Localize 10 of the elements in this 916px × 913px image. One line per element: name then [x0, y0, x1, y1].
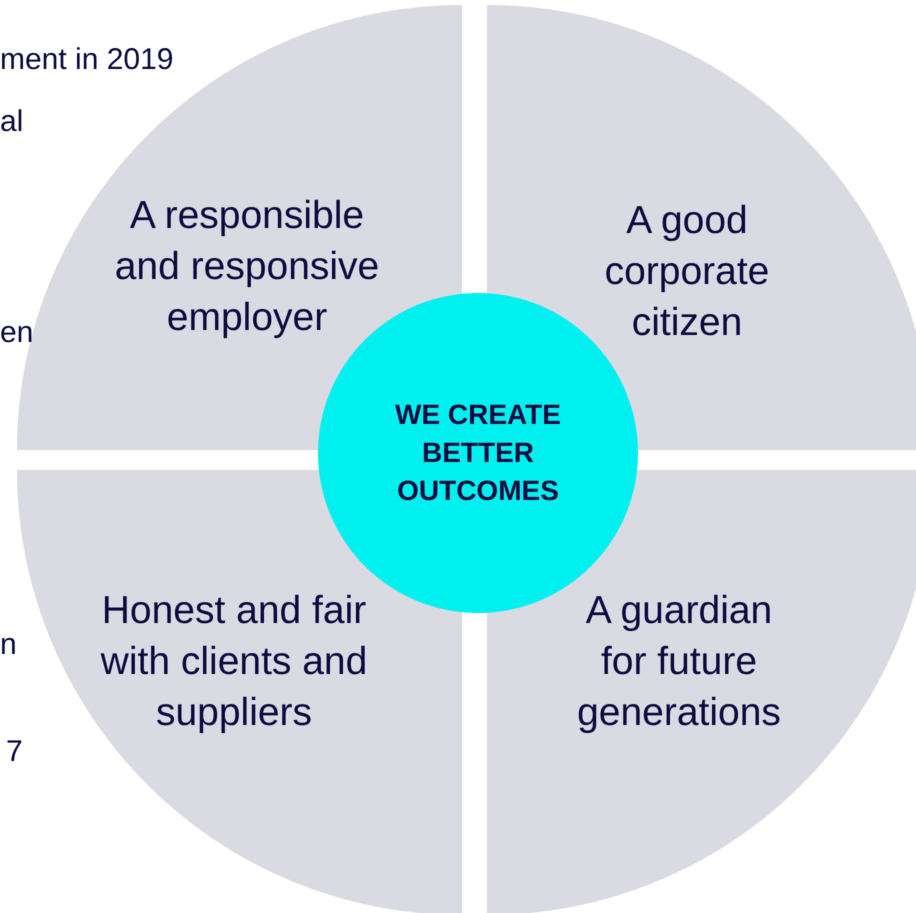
segment-label: A good corporate citizen — [604, 198, 770, 346]
text-fragment: al — [0, 104, 24, 140]
segment-label: A guardian for future generations — [576, 588, 782, 736]
segment-label: Honest and fair with clients and suppliers — [100, 588, 368, 736]
center-label: WE CREATE BETTER OUTCOMES — [394, 398, 562, 508]
text-fragment: n — [0, 627, 17, 663]
segment-label: A responsible and responsive employer — [114, 193, 380, 341]
text-fragment: en — [0, 315, 34, 351]
text-fragment: ment in 2019 — [0, 42, 174, 78]
text-fragment: 7 — [6, 734, 23, 770]
